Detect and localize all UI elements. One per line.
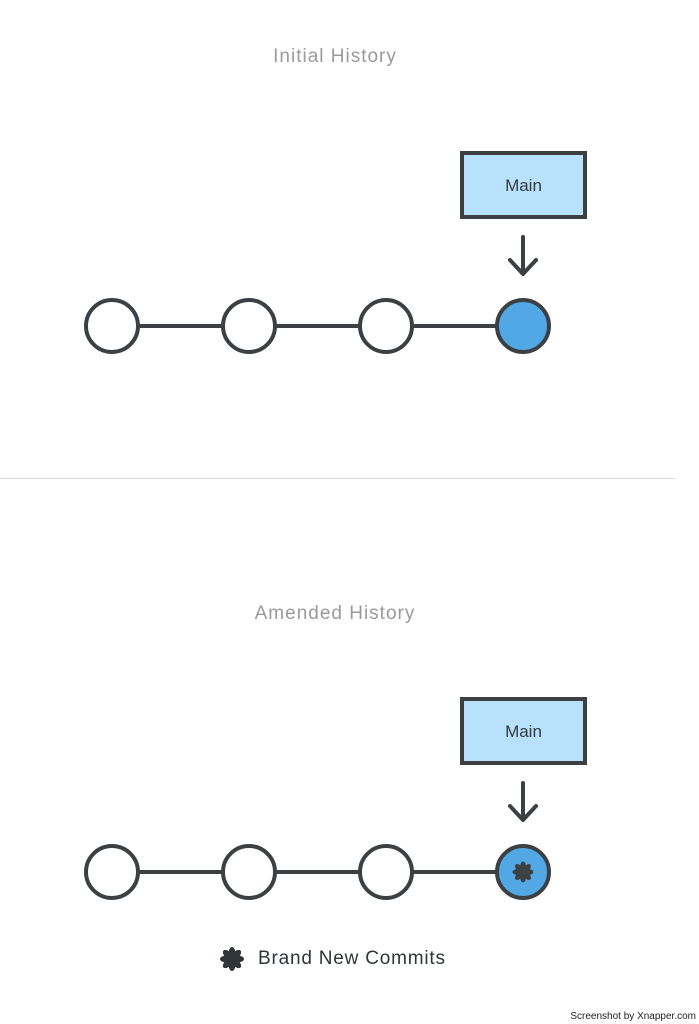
asterisk-icon (220, 947, 244, 971)
commit-node-head (495, 298, 551, 354)
commit-diagram-amended: Main (84, 697, 587, 900)
branch-label-box: Main (460, 151, 587, 219)
section-title-initial-history: Initial History (273, 46, 397, 67)
commit-node (84, 844, 140, 900)
section-divider (0, 478, 675, 479)
commit-node (84, 298, 140, 354)
branch-label-text: Main (505, 722, 542, 741)
commit-node (221, 844, 277, 900)
branch-label-text: Main (505, 176, 542, 195)
asterisk-icon (512, 861, 534, 883)
commit-node (221, 298, 277, 354)
branch-label-rect (460, 697, 587, 765)
branch-label-rect (460, 151, 587, 219)
commit-diagram-initial: Main (84, 151, 587, 354)
arrow-down-icon (508, 781, 538, 822)
arrow-down-icon (508, 235, 538, 276)
branch-label-box: Main (460, 697, 587, 765)
commit-node (358, 844, 414, 900)
legend-label: Brand New Commits (258, 948, 446, 969)
section-title-amended-history: Amended History (254, 603, 416, 624)
watermark-text: Screenshot by Xnapper.com (570, 1011, 696, 1022)
legend: Brand New Commits (220, 944, 446, 974)
commit-node (358, 298, 414, 354)
